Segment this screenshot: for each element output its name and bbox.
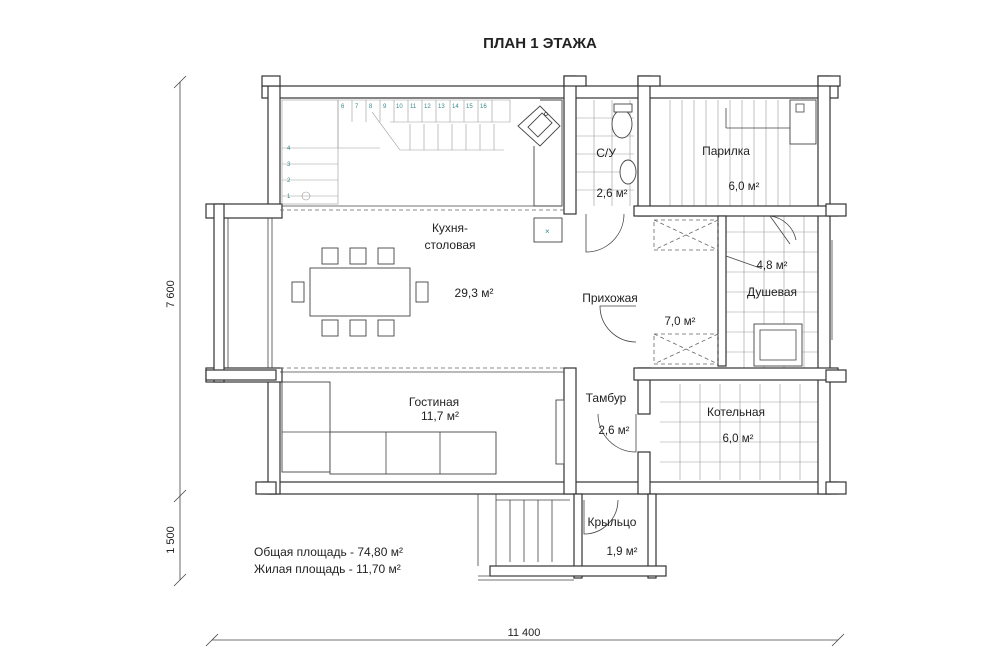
- stair-number: 1: [287, 194, 291, 200]
- porch-area: 1,9 м²: [607, 546, 638, 558]
- dining-table: [291, 247, 429, 337]
- stair-number: 3: [287, 162, 291, 168]
- height-dimension-label: 7 600: [165, 280, 177, 308]
- sauna-name: Парилка: [702, 144, 750, 158]
- total-area: Общая площадь - 74,80 м²: [254, 545, 403, 559]
- hall-name: Прихожая: [582, 291, 638, 305]
- sauna-fixtures: [725, 99, 817, 145]
- living-area-total: Жилая площадь - 11,70 м²: [254, 562, 401, 576]
- stair-number: 14: [452, 104, 459, 110]
- vestibule-area: 2,6 м²: [599, 425, 630, 437]
- doors: [583, 213, 797, 535]
- wc-area: 2,6 м²: [597, 188, 628, 200]
- dimension-lines: [173, 75, 845, 647]
- living-area: 11,7 м²: [421, 409, 459, 423]
- stair-number: 12: [424, 104, 431, 110]
- floor-patterns: [576, 100, 818, 480]
- wc-name: С/У: [596, 146, 616, 160]
- width-dimension-label: 11 400: [508, 627, 541, 639]
- kitchen-area: 29,3 м²: [455, 286, 494, 300]
- room-labels: Кухня- столовая 29,3 м² Гостиная 11,7 м²…: [409, 144, 797, 558]
- porch-name: Крыльцо: [588, 515, 637, 529]
- shower-area: 4,8 м²: [757, 260, 788, 272]
- kitchen-name-line2: столовая: [425, 238, 476, 252]
- living-name: Гостиная: [409, 395, 459, 409]
- sofa: [281, 381, 565, 475]
- stair-number: 7: [355, 104, 359, 110]
- stair-number: 9: [383, 104, 387, 110]
- shower-name: Душевая: [747, 285, 797, 299]
- sauna-area: 6,0 м²: [729, 181, 760, 193]
- wc-fixtures: [611, 103, 637, 185]
- stair-number: 8: [369, 104, 373, 110]
- kitchen-name-line1: Кухня-: [432, 221, 468, 235]
- staircase: 1 2 3 4 6 7 8 9 10 11 12 13 14 15 16: [281, 99, 511, 205]
- shower-cabin: [753, 323, 803, 367]
- stair-number: 15: [466, 104, 473, 110]
- stair-number: 11: [410, 104, 417, 110]
- stair-number: 6: [341, 104, 345, 110]
- porch-height-dimension-label: 1 500: [165, 526, 177, 554]
- plan-title: ПЛАН 1 ЭТАЖА: [483, 35, 597, 52]
- boiler-area: 6,0 м²: [723, 433, 754, 445]
- stair-number: 16: [480, 104, 487, 110]
- kitchen-counter: ×: [517, 99, 563, 243]
- walls: [205, 75, 847, 581]
- stair-number: 13: [438, 104, 445, 110]
- porch-steps: [496, 499, 570, 562]
- stair-number: 2: [287, 178, 291, 184]
- boiler-name: Котельная: [707, 405, 765, 419]
- stair-number: 4: [287, 146, 291, 152]
- hall-area: 7,0 м²: [665, 316, 696, 328]
- storage-dashed: [653, 219, 719, 365]
- stove-icon: ×: [545, 227, 550, 236]
- vestibule-name: Тамбур: [586, 391, 627, 405]
- stair-number: 10: [396, 104, 403, 110]
